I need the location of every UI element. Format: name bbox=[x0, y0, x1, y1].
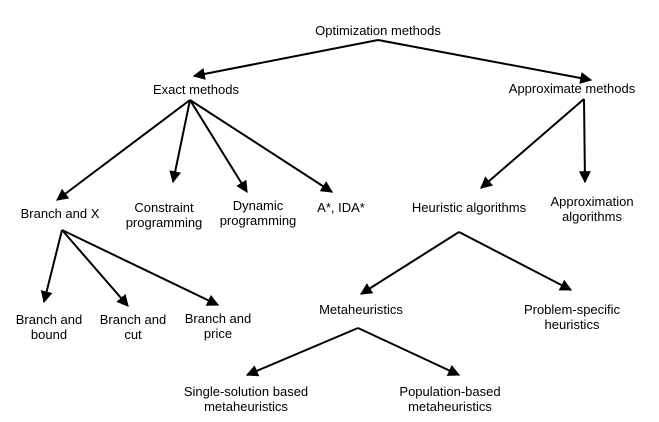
node-label-line: Branch and X bbox=[20, 206, 100, 221]
node-label-line: price bbox=[203, 326, 233, 341]
node-label-line: Constraint bbox=[134, 200, 194, 215]
node-branch-and-cut: Branch and cut bbox=[100, 312, 167, 342]
edge-arrow-heuristic-to-problem_specific bbox=[458, 231, 573, 291]
edge-arrow-exact-to-branch_x bbox=[56, 99, 191, 201]
edge-arrow-metaheuristics-to-single_solution bbox=[245, 327, 359, 377]
node-label-line: heuristics bbox=[544, 317, 600, 332]
edge-arrow-branch_x-to-branch_cut bbox=[61, 229, 129, 307]
node-population-based-metaheuristics: Population-based metaheuristics bbox=[399, 384, 500, 414]
edge-arrow-approximate-to-heuristic bbox=[480, 98, 585, 189]
node-label-line: Exact methods bbox=[153, 82, 239, 97]
node-a-star-ida-star: A*, IDA* bbox=[317, 200, 365, 215]
node-label-line: Single-solution based bbox=[183, 384, 309, 399]
node-label-line: A*, IDA* bbox=[317, 200, 365, 215]
edge-arrow-exact-to-dynamic bbox=[189, 99, 248, 194]
node-label-line: Metaheuristics bbox=[319, 302, 403, 317]
node-label-line: metaheuristics bbox=[408, 399, 492, 414]
node-label-line: Branch and bbox=[184, 311, 252, 326]
node-approximate-methods: Approximate methods bbox=[509, 81, 635, 96]
node-label-line: Branch and bbox=[99, 312, 167, 327]
edge-arrow-metaheuristics-to-population bbox=[357, 327, 461, 376]
node-exact-methods: Exact methods bbox=[153, 82, 239, 97]
node-branch-and-price: Branch and price bbox=[185, 311, 252, 341]
node-heuristic-algorithms: Heuristic algorithms bbox=[412, 200, 526, 215]
edge-arrow-root-to-approximate bbox=[377, 39, 593, 84]
node-constraint-programming: Constraint programming bbox=[126, 200, 203, 230]
node-label-line: Approximate methods bbox=[508, 81, 636, 96]
node-branch-and-bound: Branch and bound bbox=[16, 312, 83, 342]
node-label-line: Approximation bbox=[550, 194, 634, 209]
node-label-line: Optimization methods bbox=[315, 23, 441, 38]
node-approximation-algorithms: Approximation algorithms bbox=[550, 194, 633, 224]
edge-arrow-exact-to-astar bbox=[189, 99, 334, 193]
edge-arrow-root-to-exact bbox=[192, 39, 379, 80]
node-branch-and-x: Branch and X bbox=[21, 206, 100, 221]
node-label-line: Population-based bbox=[399, 384, 501, 399]
node-label-line: Heuristic algorithms bbox=[411, 200, 527, 215]
node-label-line: algorithms bbox=[562, 209, 622, 224]
node-label-line: bound bbox=[30, 327, 68, 342]
edge-arrow-branch_x-to-branch_bound bbox=[40, 229, 63, 304]
node-label-line: programming bbox=[125, 215, 203, 230]
node-label-line: Branch and bbox=[15, 312, 83, 327]
node-dynamic-programming: Dynamic programming bbox=[220, 198, 297, 228]
node-problem-specific-heuristics: Problem-specific heuristics bbox=[524, 302, 620, 332]
edge-arrow-approximate-to-approximation bbox=[578, 98, 591, 184]
node-label-line: metaheuristics bbox=[204, 399, 288, 414]
node-label-line: Problem-specific bbox=[523, 302, 621, 317]
node-label-line: cut bbox=[124, 327, 142, 342]
edge-arrow-exact-to-constraint bbox=[169, 99, 191, 184]
edge-arrow-heuristic-to-metaheuristics bbox=[359, 231, 460, 295]
edge-arrow-branch_x-to-branch_price bbox=[61, 229, 220, 306]
node-single-solution-metaheuristics: Single-solution based metaheuristics bbox=[184, 384, 308, 414]
node-label-line: Dynamic bbox=[232, 198, 284, 213]
node-label-line: programming bbox=[219, 213, 297, 228]
node-metaheuristics: Metaheuristics bbox=[319, 302, 403, 317]
node-optimization-methods: Optimization methods bbox=[315, 23, 441, 38]
